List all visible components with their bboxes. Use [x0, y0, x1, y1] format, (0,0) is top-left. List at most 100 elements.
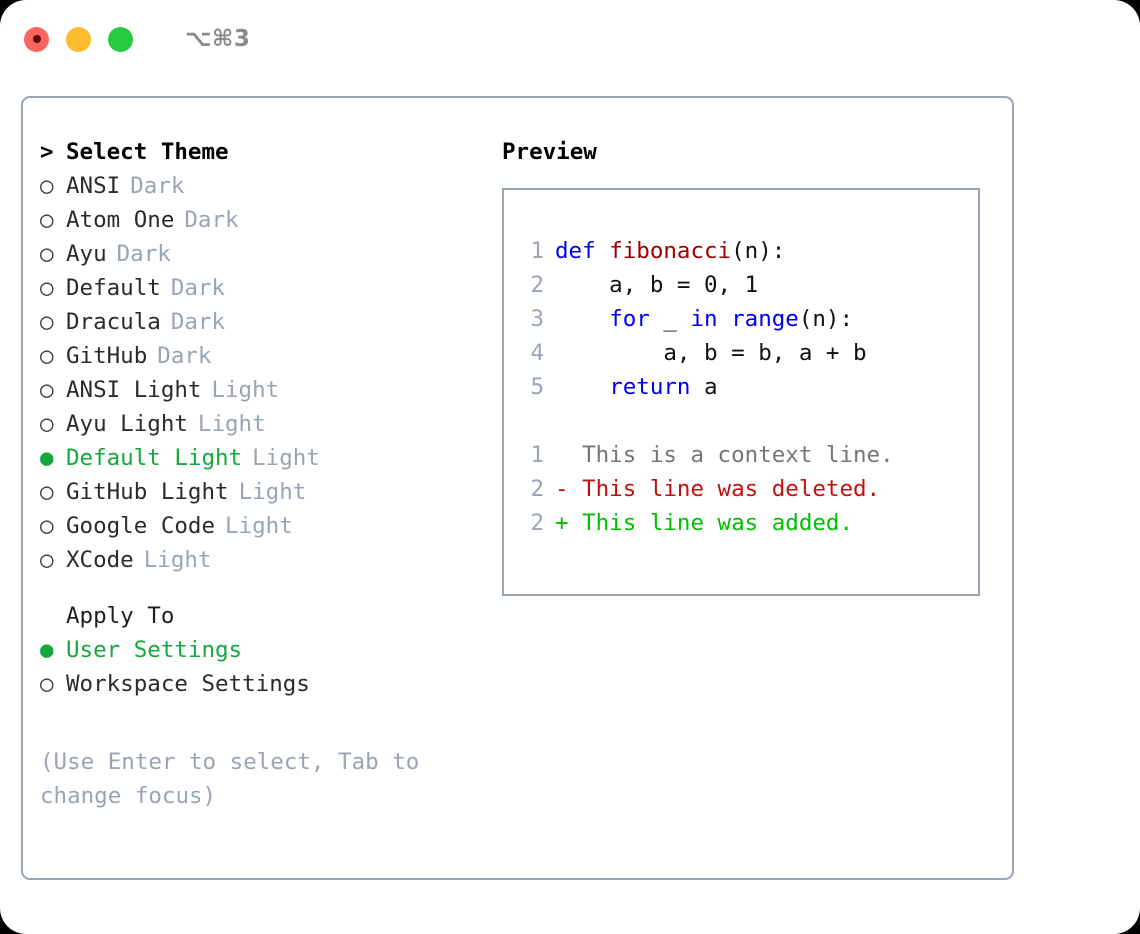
code-token: a	[690, 374, 718, 400]
code-line: 1 def fibonacci (n):	[504, 234, 978, 268]
theme-tag: Dark	[157, 343, 212, 369]
code-token: def	[555, 238, 610, 264]
code-token: (n):	[798, 306, 854, 332]
line-number: 2	[530, 476, 544, 502]
keyboard-shortcut-label: ⌥⌘3	[185, 26, 251, 52]
theme-tag: Dark	[130, 173, 185, 199]
theme-name: Default Light	[66, 445, 243, 471]
theme-tag: Dark	[170, 309, 226, 335]
radio-icon[interactable]: ○	[40, 377, 54, 403]
radio-icon[interactable]: ○	[40, 411, 54, 437]
radio-icon[interactable]: ○	[40, 547, 54, 573]
theme-name: GitHub Light	[66, 479, 229, 505]
theme-name: ANSI Light	[66, 377, 202, 403]
theme-item-dracula-dark[interactable]: ○ Dracula Dark	[40, 309, 480, 343]
theme-name: GitHub	[66, 343, 148, 369]
maximize-button[interactable]	[108, 26, 133, 52]
code-token: (n):	[731, 238, 786, 264]
theme-name: Atom One	[66, 207, 175, 233]
code-line: 5 return a	[504, 370, 978, 404]
apply-to-label: Apply To	[40, 603, 480, 637]
theme-tag: Light	[225, 513, 293, 539]
theme-tag: Light	[197, 411, 266, 437]
list-spacer	[40, 581, 480, 603]
theme-tag: Dark	[116, 241, 171, 267]
theme-item-default-dark[interactable]: ○ Default Dark	[40, 275, 480, 309]
theme-name: Ayu Light	[66, 411, 188, 437]
apply-to-title: Apply To	[66, 603, 175, 629]
theme-item-ansi-dark[interactable]: ○ ANSI Dark	[40, 173, 480, 207]
theme-item-google-code[interactable]: ○ Google Code Light	[40, 513, 480, 547]
radio-icon[interactable]: ○	[40, 173, 54, 199]
title-bar: ⌥⌘3	[0, 0, 1140, 78]
radio-icon[interactable]: ○	[40, 513, 54, 539]
diff-line-context: 1 This is a context line.	[504, 438, 978, 472]
line-number: 2	[530, 272, 544, 298]
radio-icon[interactable]: ○	[40, 241, 54, 267]
diff-line-added: 2 + This line was added.	[504, 506, 978, 540]
theme-tag: Dark	[170, 275, 226, 301]
main-panel: > Select Theme ○ ANSI Dark ○ Atom One Da…	[21, 96, 1014, 880]
theme-item-ayu-light[interactable]: ○ Ayu Light Light	[40, 411, 480, 445]
theme-item-github-dark[interactable]: ○ GitHub Dark	[40, 343, 480, 377]
theme-tag: Light	[252, 445, 320, 471]
theme-item-atom-one-dark[interactable]: ○ Atom One Dark	[40, 207, 480, 241]
diff-text: - This line was deleted.	[555, 476, 881, 502]
line-number: 5	[530, 374, 544, 400]
code-line: 3 for _ in range (n):	[504, 302, 978, 336]
prompt-icon: >	[40, 139, 54, 165]
preview-section-gap	[504, 404, 978, 438]
code-line: 4 a, b = b, a + b	[504, 336, 978, 370]
code-token: _	[649, 306, 691, 332]
radio-icon[interactable]: ○	[40, 479, 54, 505]
theme-name: XCode	[66, 547, 134, 573]
page-title: Select Theme	[66, 139, 229, 165]
apply-to-option-workspace-settings[interactable]: ○ Workspace Settings	[40, 671, 480, 705]
line-number: 1	[530, 238, 544, 264]
theme-item-xcode[interactable]: ○ XCode Light	[40, 547, 480, 581]
diff-text: This is a context line.	[555, 442, 894, 468]
code-token: return	[609, 374, 691, 400]
theme-item-default-light[interactable]: ● Default Light Light	[40, 445, 480, 479]
radio-icon[interactable]: ○	[40, 207, 54, 233]
theme-name: Google Code	[66, 513, 216, 539]
code-token	[555, 302, 609, 336]
apply-to-indent	[40, 605, 66, 628]
preview-box: 1 def fibonacci (n): 2 a, b = 0, 1 3 for…	[502, 188, 980, 596]
apply-to-option-user-settings[interactable]: ● User Settings	[40, 637, 480, 671]
code-token: fibonacci	[609, 238, 732, 264]
theme-item-ansi-light[interactable]: ○ ANSI Light Light	[40, 377, 480, 411]
line-number: 1	[530, 442, 544, 468]
theme-name: Dracula	[66, 309, 161, 335]
code-token: range	[731, 306, 799, 332]
line-number: 3	[530, 306, 544, 332]
line-number: 2	[530, 510, 544, 536]
theme-name: ANSI	[66, 173, 121, 199]
radio-icon[interactable]: ○	[40, 343, 54, 369]
radio-icon-selected[interactable]: ●	[40, 637, 54, 663]
radio-icon[interactable]: ○	[40, 671, 54, 697]
theme-tag: Light	[211, 377, 280, 403]
theme-name: Default	[66, 275, 161, 301]
code-token: a, b = 0, 1	[555, 272, 759, 298]
theme-tag: Dark	[184, 207, 239, 233]
code-token	[718, 302, 732, 336]
theme-item-github-light[interactable]: ○ GitHub Light Light	[40, 479, 480, 513]
theme-list-header: > Select Theme	[40, 139, 480, 173]
theme-tag: Light	[238, 479, 307, 505]
radio-icon-selected[interactable]: ●	[40, 445, 54, 471]
minimize-button[interactable]	[66, 26, 91, 52]
theme-name: Ayu	[66, 241, 107, 267]
keyboard-hint-text: (Use Enter to select, Tab to change focu…	[40, 749, 433, 809]
diff-text: + This line was added.	[555, 510, 854, 536]
close-button[interactable]	[24, 26, 49, 52]
theme-selector: > Select Theme ○ ANSI Dark ○ Atom One Da…	[40, 139, 480, 813]
apply-to-option-label: Workspace Settings	[66, 671, 310, 697]
radio-icon[interactable]: ○	[40, 275, 54, 301]
radio-icon[interactable]: ○	[40, 309, 54, 335]
apply-to-option-label: User Settings	[66, 637, 243, 663]
theme-item-ayu-dark[interactable]: ○ Ayu Dark	[40, 241, 480, 275]
hint-spacer	[40, 705, 480, 741]
code-token: for	[609, 306, 650, 332]
